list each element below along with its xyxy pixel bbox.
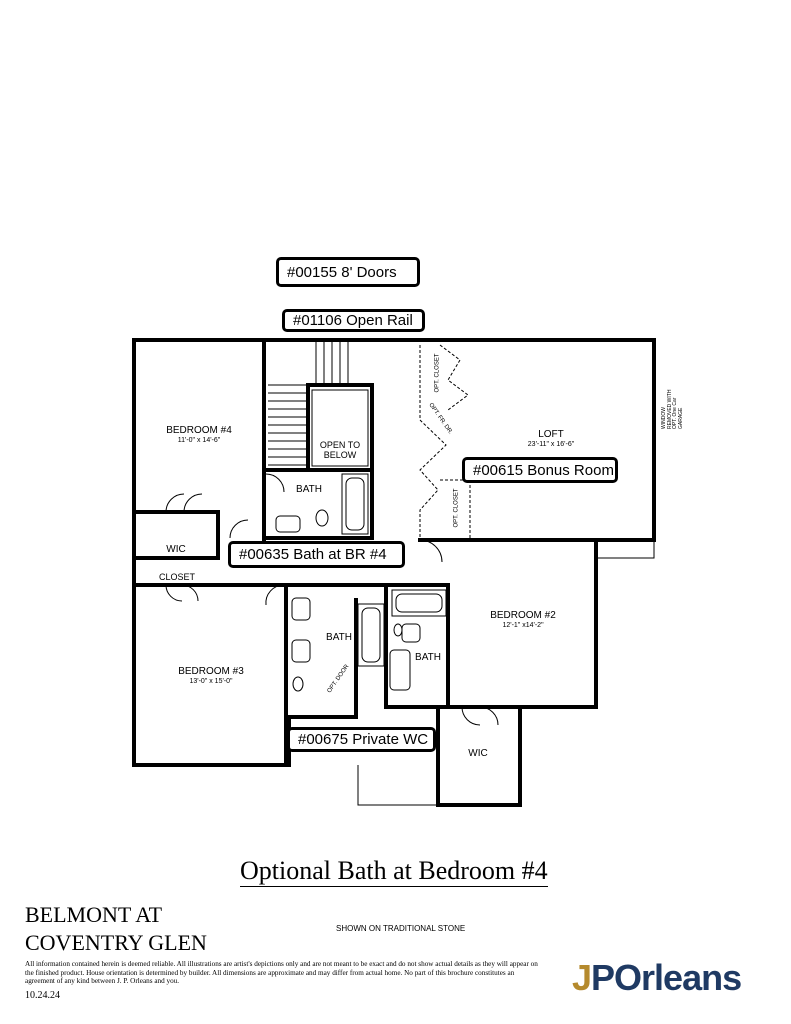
logo-letter-p: P — [591, 957, 615, 998]
room-bedroom4-name: BEDROOM #4 — [166, 425, 232, 436]
label-wic-left: WIC — [166, 544, 186, 555]
room-loft-dim: 23'-11" x 16'-6" — [527, 440, 575, 448]
callout-open-rail: #01106 Open Rail — [282, 309, 425, 332]
room-bedroom3-name: BEDROOM #3 — [178, 666, 244, 677]
callout-doors: #00155 8' Doors — [276, 257, 420, 287]
callout-bath-br4: #00635 Bath at BR #4 — [228, 541, 405, 568]
label-bath-right: BATH — [415, 652, 441, 663]
label-closet: CLOSET — [158, 572, 196, 582]
label-opt-closet-b: OPT. CLOSET — [453, 488, 460, 528]
room-bedroom2-name: BEDROOM #2 — [490, 610, 556, 621]
label-open-to-below: OPEN TO BELOW — [319, 440, 361, 461]
room-bedroom4-dim: 11'-0" x 14'-6" — [177, 436, 221, 444]
callout-bonus-room: #00615 Bonus Room — [462, 457, 618, 483]
label-bath-top: BATH — [296, 484, 322, 495]
callout-private-wc: #00675 Private WC — [287, 727, 436, 752]
shown-on-note: SHOWN ON TRADITIONAL STONE — [336, 924, 466, 933]
jp-orleans-logo: JPOrleans — [572, 957, 742, 998]
label-window-note: WINDOW REMOVED WITH OPT. One Car GARAGE — [661, 389, 684, 429]
logo-word-orleans: Orleans — [614, 957, 742, 998]
exterior-wall — [132, 338, 291, 767]
community-line-2: COVENTRY GLEN — [25, 930, 207, 955]
plan-title: Optional Bath at Bedroom #4 — [240, 856, 548, 887]
label-opt-closet-a: OPT. CLOSET — [434, 353, 441, 393]
community-line-1: BELMONT AT — [25, 902, 163, 927]
room-bedroom2-dim: 12'-1" x14'-2" — [502, 621, 544, 629]
room-bedroom3-dim: 13'-0" x 15'-0" — [189, 677, 233, 685]
revision-date: 10.24.24 — [25, 990, 60, 1001]
label-wic-bottom: WIC — [468, 748, 488, 759]
disclaimer-text: All information contained herein is deem… — [25, 960, 538, 986]
room-loft-name: LOFT — [538, 429, 564, 440]
label-bath-mid: BATH — [326, 632, 352, 643]
logo-letter-j: J — [572, 957, 592, 998]
